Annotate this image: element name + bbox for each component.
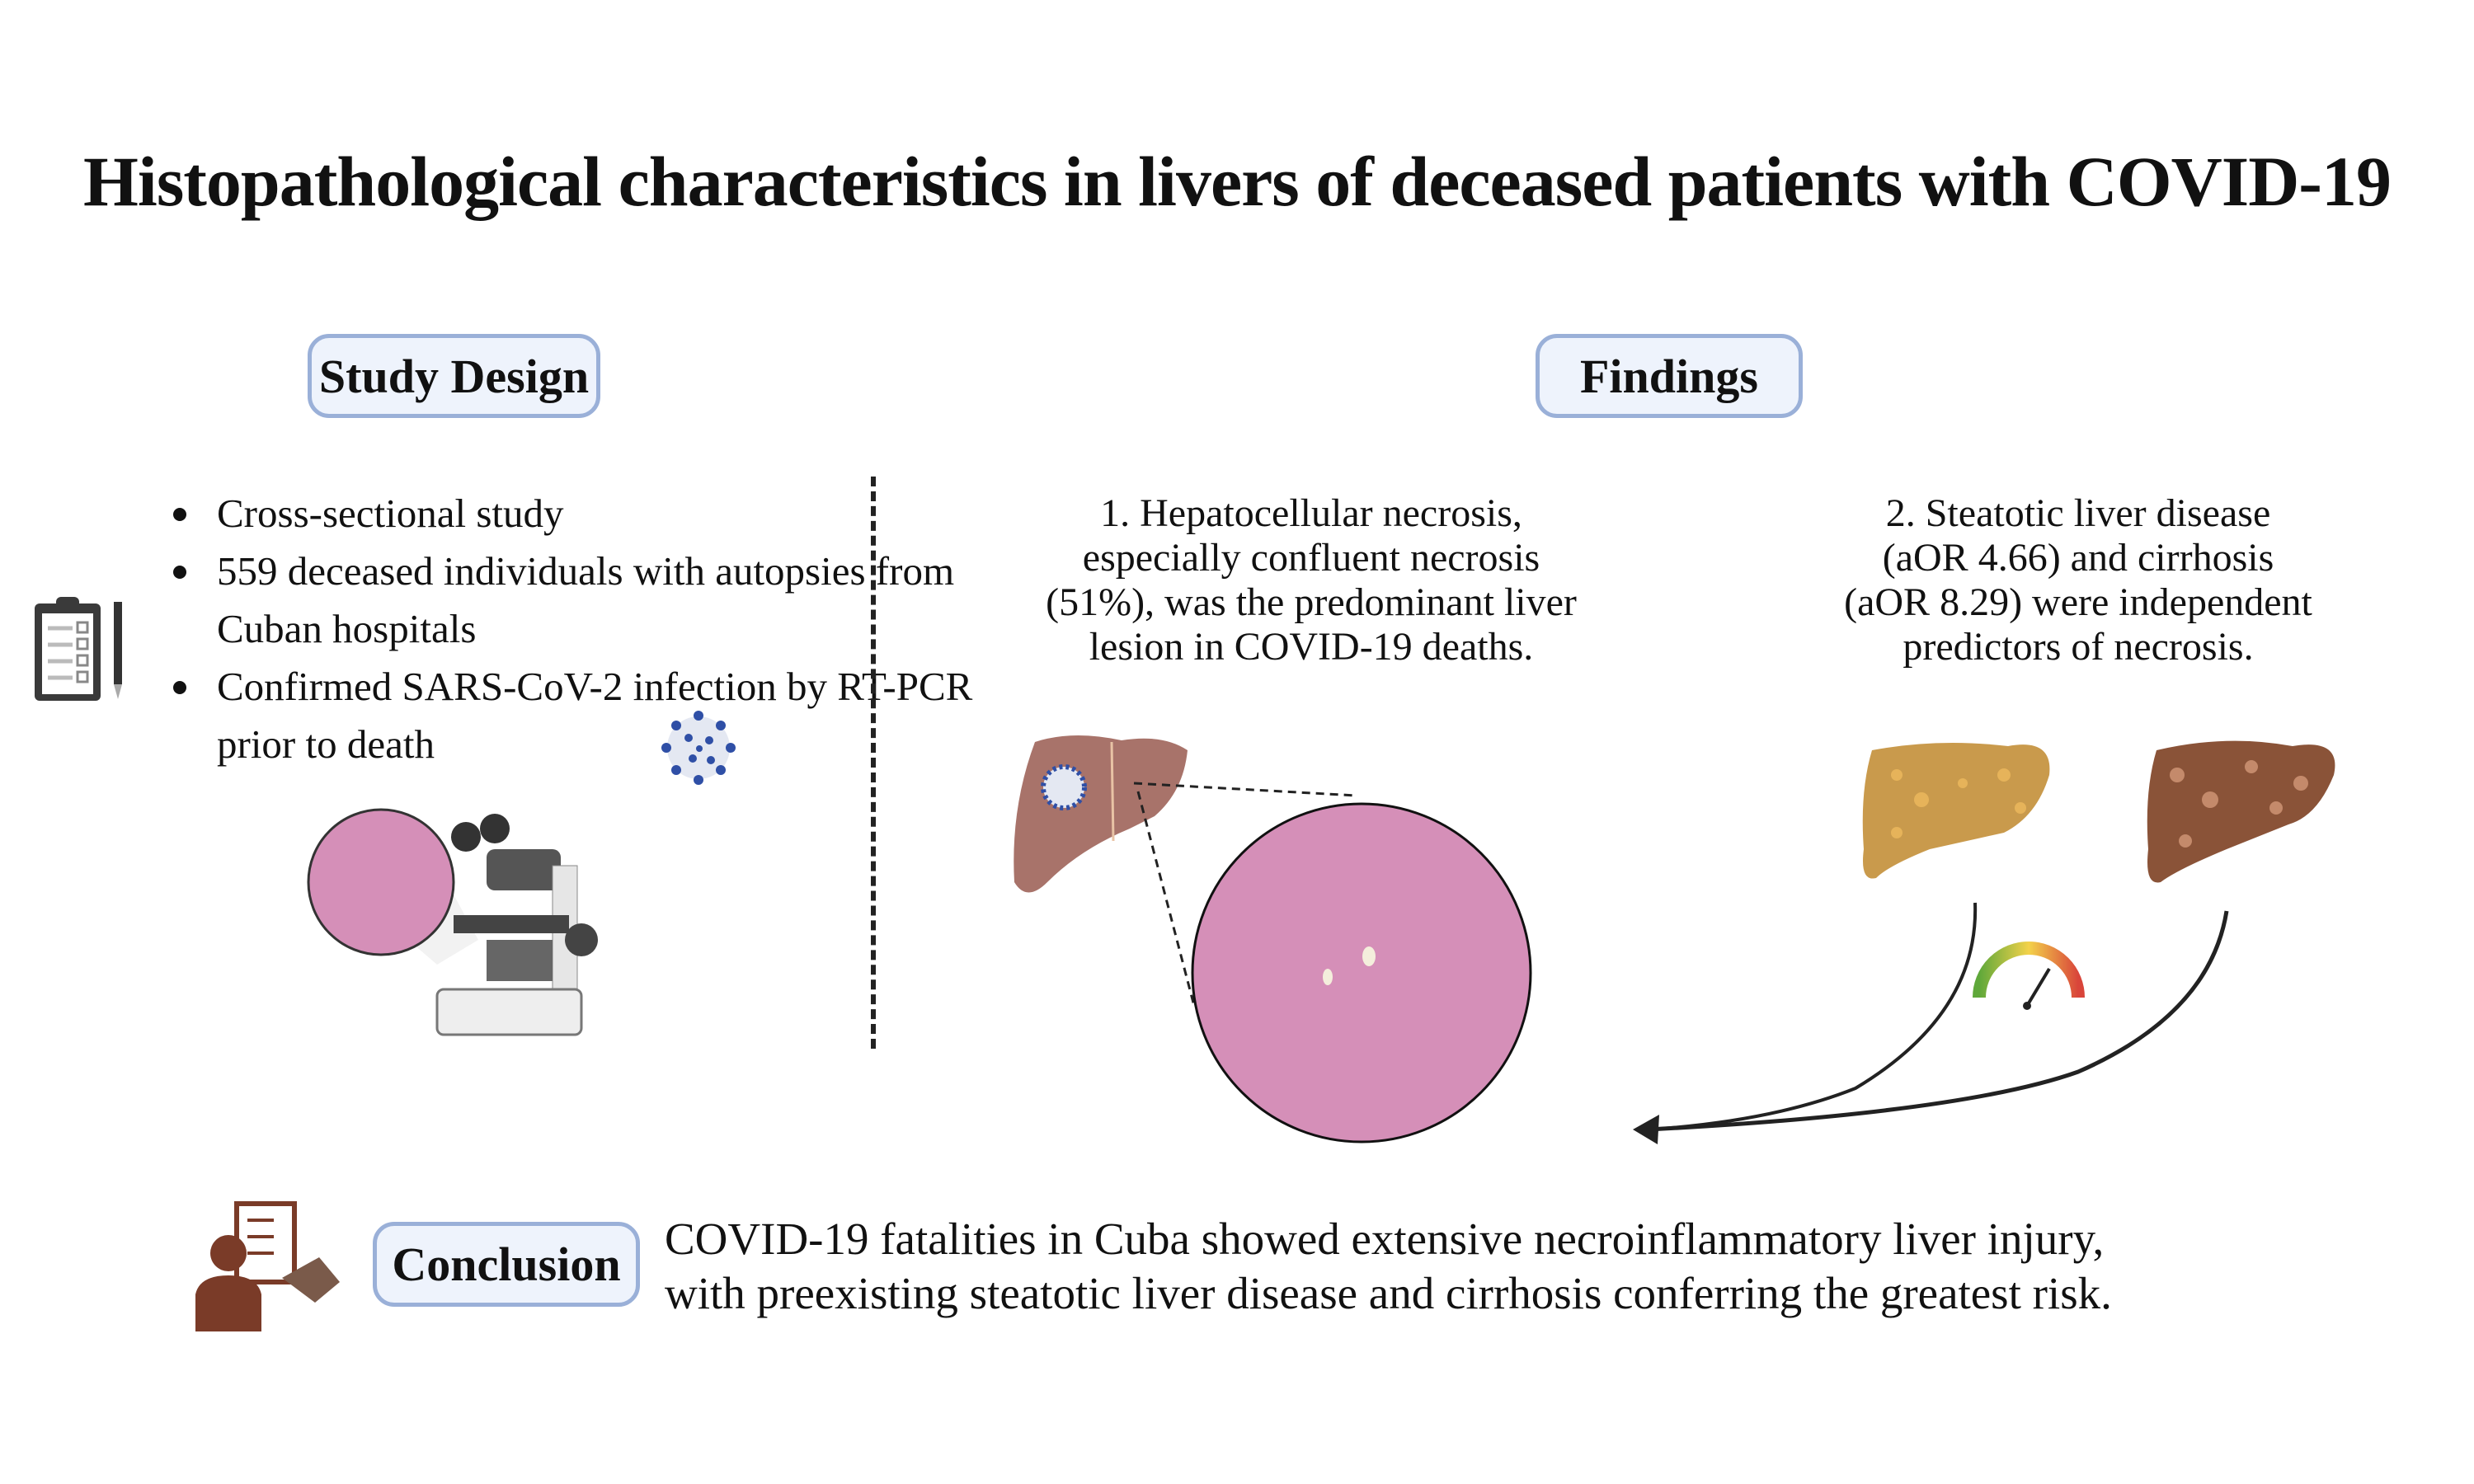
section-divider: [871, 477, 876, 1049]
covid-liver-icon: [1014, 735, 1188, 893]
bullet-item: Cross-sectional study: [169, 485, 976, 542]
researcher-icon: [195, 1201, 340, 1331]
finding-1-text: 1. Hepatocellular necrosis, especially c…: [1046, 491, 1577, 669]
risk-gauge-icon: [1973, 942, 2085, 1010]
study-design-label: Study Design: [308, 334, 600, 418]
conclusion-line: with preexisting steatotic liver disease…: [665, 1268, 2112, 1318]
findings-label: Findings: [1536, 334, 1803, 418]
virus-icon: [661, 711, 736, 785]
study-design-bullets: Cross-sectional study 559 deceased indiv…: [169, 485, 976, 773]
histology-magnified: [1191, 802, 1532, 1144]
cirrhotic-liver-icon: [2147, 740, 2335, 883]
conclusion-label: Conclusion: [373, 1222, 640, 1307]
fatty-liver-icon: [1862, 743, 2050, 879]
findings-illustration: [1014, 735, 2335, 1144]
page-title: Histopathological characteristics in liv…: [83, 142, 2392, 221]
clipboard-icon: [35, 597, 122, 701]
conclusion-text: COVID-19 fatalities in Cuba showed exten…: [665, 1212, 2112, 1321]
finding-2-text: 2. Steatotic liver disease (aOR 4.66) an…: [1844, 491, 2312, 669]
bullet-item: Confirmed SARS-CoV-2 infection by RT-PCR…: [169, 658, 976, 773]
conclusion-line: COVID-19 fatalities in Cuba showed exten…: [665, 1214, 2105, 1264]
microscope-illustration: [307, 808, 598, 1036]
bullet-item: 559 deceased individuals with autopsies …: [169, 542, 976, 658]
